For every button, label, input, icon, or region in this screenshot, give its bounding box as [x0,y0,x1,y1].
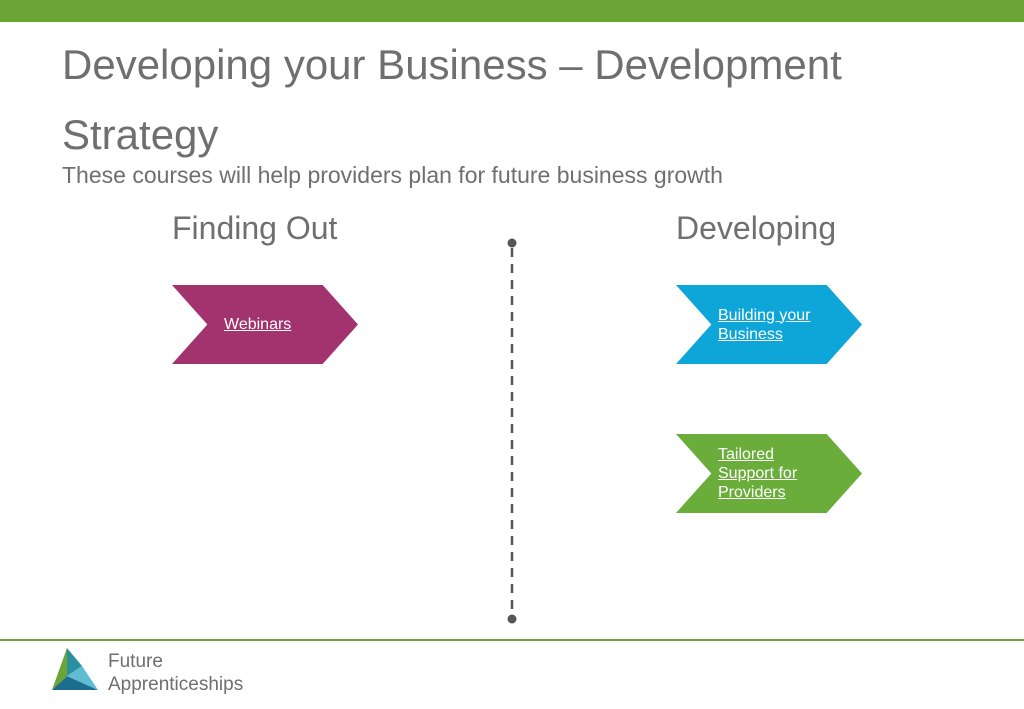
chevron-building-your-business: Building your Business [676,285,862,364]
footer-divider [0,639,1024,641]
chevron-webinars: Webinars [172,285,358,364]
tailored-support-link[interactable]: Tailored Support for Providers [718,446,798,501]
building-your-business-link[interactable]: Building your Business [718,306,811,343]
chevron-tailored-support: Tailored Support for Providers [676,434,862,513]
brand-name-line1: Future [108,651,163,672]
triangle-logo-icon [52,648,98,690]
webinars-link[interactable]: Webinars [224,316,292,333]
timeline-start-dot [507,238,517,248]
timeline-end-dot [507,614,517,624]
brand-name: Future Apprenticeships [108,650,243,696]
slide-subtitle: These courses will help providers plan f… [62,162,723,188]
brand-name-line2: Apprenticeships [108,674,244,695]
column-heading-developing: Developing [676,210,837,246]
top-accent-bar [0,0,1024,22]
column-heading-finding-out: Finding Out [172,210,338,246]
timeline-divider [507,238,517,624]
slide-title: Developing your Business – Development S… [62,41,842,158]
